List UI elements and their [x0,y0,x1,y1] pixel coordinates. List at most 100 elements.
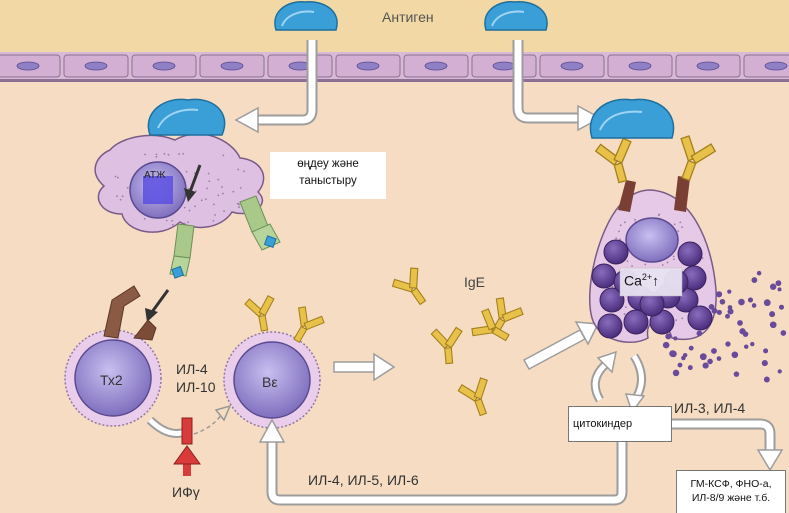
mediator-dot [725,313,730,319]
mediator-dot [778,304,785,310]
arrow-cytokines-to-mediators [668,418,776,450]
cytoplasm-dot [185,170,188,173]
cytoplasm-dot [221,186,223,188]
cytoplasm-dot [673,258,675,261]
mediator-dot [744,344,749,349]
mediator-dot [688,345,694,351]
cytoplasm-dot [619,224,622,227]
epithelial-nucleus [220,61,244,71]
mediator-dot [665,333,672,340]
cytoplasm-dot [626,260,629,263]
granule [687,305,713,331]
mediators-box: ГМ-КСФ, ФНО-а, ИЛ-8/9 және т.б. [676,470,786,513]
processing-arrow [188,164,202,193]
cytoplasm-dot [214,214,216,216]
epithelium-surface [0,0,789,52]
mhc-molecule-left [169,223,195,279]
granule [597,313,623,339]
cytoplasm-dot [239,186,242,189]
cytokines-box-label: цитокиндер [573,418,633,430]
mediator-dot [725,341,731,347]
arrow-mast-cell-to-cytokines [624,353,646,414]
cytoplasm-dot [171,219,174,222]
t-cell-receptor [103,285,157,341]
cytoplasm-dot [223,210,225,213]
mediator-dot [702,362,709,369]
cytoplasm-dot [167,153,170,156]
cytoplasm-dot [666,261,669,264]
mediator-dot [727,289,732,294]
cytoplasm-dot [183,206,186,209]
calcium-increase-arrow: ↑ [652,272,660,289]
cytoplasm-dot [194,190,197,193]
cytoplasm-dot [212,203,215,206]
mast-cytokines-label: ИЛ-3, ИЛ-4 [674,400,746,416]
mediator-dot [731,351,739,359]
th2-cytokine-il10: ИЛ-10 [176,379,216,395]
cytoplasm-dot [144,153,147,156]
cytoplasm-dot [200,199,203,202]
cytoplasm-dot [232,190,235,193]
surface-ige [244,295,275,332]
cytoplasm-dot [206,187,209,190]
processing-label-line1: өңдеу және [297,158,359,170]
b-cell-label: Bε [262,374,278,390]
mediator-dot [716,291,723,298]
cytoplasm-dot [624,221,626,224]
calcium-symbol: Ca [624,272,642,289]
granule [591,263,617,289]
cytoplasm-dot [178,153,180,155]
bound-ige [594,137,632,184]
cytoplasm-dot [171,224,174,226]
cytoplasm-dot [155,153,158,156]
calcium-charge: 2+ [641,272,653,282]
mediator-dot [711,348,717,354]
mediator-dot [751,277,758,283]
mediator-dot [750,341,755,347]
cytokines-box: цитокиндер [568,406,672,442]
mediator-dot [707,358,713,365]
mediator-dot [769,283,777,290]
mediator-dot [708,304,715,310]
epithelial-nucleus [16,61,40,71]
surface-ige [293,306,325,344]
dashed-arrow-to-b-cell [193,413,223,435]
antigen-on-mast-cell [589,98,675,139]
free-ige [457,377,488,417]
mediators-line2: ИЛ-8/9 және т.б. [691,492,771,504]
epithelial-nucleus [152,61,176,71]
cytoplasm-dot [618,230,620,233]
processing-presentation-box: өңдеу және таныстыру [270,152,386,199]
mediator-dot [677,362,683,368]
cytoplasm-dot [681,317,684,320]
mediator-dot [682,352,688,358]
mediator-dot [687,365,693,371]
cytoplasm-dot [188,209,191,212]
cytoplasm-dot [121,195,124,198]
cytoplasm-dot [165,219,168,222]
epithelial-nucleus [764,61,788,71]
epithelial-nucleus [356,61,380,71]
cytoplasm-dot [615,237,617,239]
mediator-dot [673,336,678,341]
cytoplasm-dot [208,180,211,183]
mediator-dot [751,303,757,308]
mediator-dot [747,297,754,303]
epithelial-nucleus [696,61,720,71]
granule [599,287,625,313]
cytoplasm-dot [681,226,684,229]
cytoplasm-dot [187,187,190,190]
cytoplasm-dot [634,218,636,221]
mediator-dot [761,360,768,367]
feedback-cytokines-label: ИЛ-4, ИЛ-5, ИЛ-6 [308,472,419,488]
cytoplasm-dot [182,152,185,155]
cytoplasm-dot [677,230,680,232]
cytoplasm-dot [679,221,682,224]
cytoplasm-dot [143,217,146,220]
cytoplasm-dot [701,257,704,259]
cytoplasm-dot [187,221,189,224]
mediator-dot [780,330,787,336]
epithelial-nucleus [628,61,652,71]
